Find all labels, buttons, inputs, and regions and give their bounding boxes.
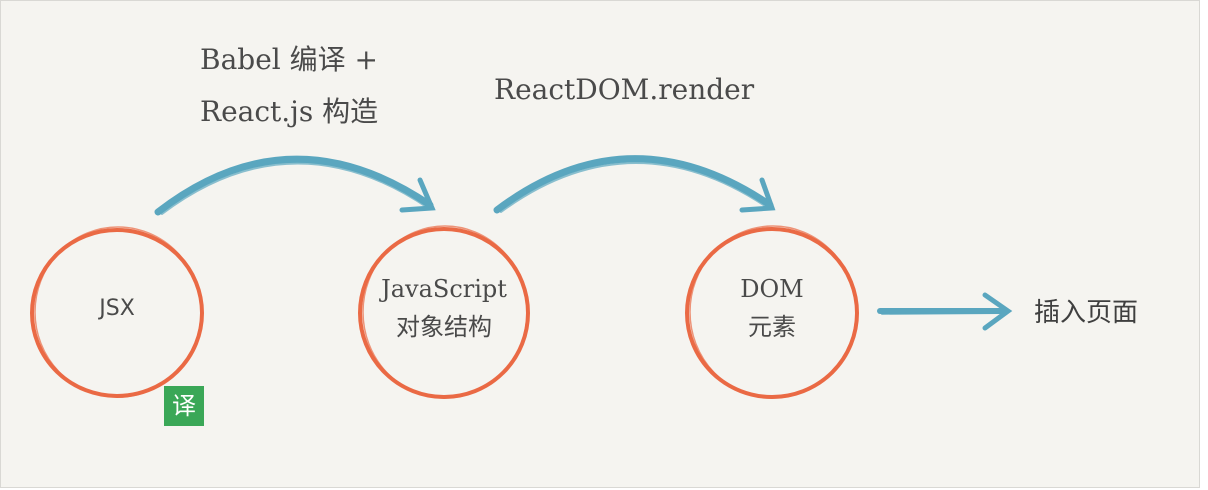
js-object-circle	[358, 225, 530, 399]
js-object-label: JavaScript 对象结构	[354, 270, 534, 346]
translate-badge[interactable]: 译	[164, 386, 204, 426]
js-object-label-line1: JavaScript	[381, 275, 507, 303]
insert-page-label: 插入页面	[1034, 298, 1139, 328]
dom-element-label: DOM 元素	[682, 270, 862, 346]
jsx-circle	[30, 226, 204, 398]
dom-label-line2: 元素	[748, 313, 796, 341]
babel-compile-label: Babel 编译 +	[200, 43, 378, 76]
arc-arrow-babel	[154, 155, 436, 216]
reactdom-render-label: ReactDOM.render	[494, 73, 755, 106]
react-construct-label: React.js 构造	[200, 95, 379, 128]
jsx-label: JSX	[99, 296, 135, 321]
js-object-label-line2: 对象结构	[396, 313, 492, 341]
dom-label-line1: DOM	[740, 275, 804, 303]
arc-arrow-render	[493, 155, 776, 214]
straight-arrow-insert	[877, 292, 1013, 331]
dom-circle	[685, 225, 859, 399]
